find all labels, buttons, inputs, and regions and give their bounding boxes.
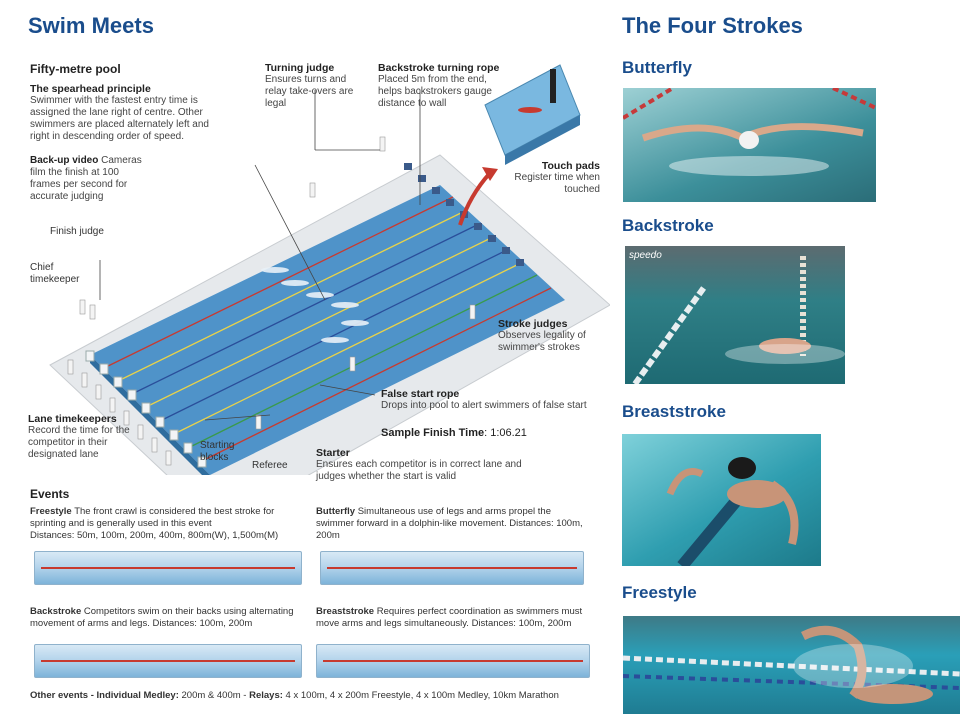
starter-annotation: Starter Ensures each competitor is in co… — [316, 447, 522, 482]
breaststroke-photo — [622, 434, 821, 566]
pool-title: Fifty-metre pool — [30, 62, 121, 76]
pool-water — [90, 185, 565, 475]
finish-judge-label: Finish judge — [50, 226, 104, 237]
starting-blocks-near — [85, 350, 207, 468]
touch-pads-annotation: Touch pads Register time when touched — [514, 160, 600, 195]
backstroke-event: Backstroke Competitors swim on their bac… — [30, 606, 294, 629]
butterfly-event: Butterfly Simultaneous use of legs and a… — [316, 506, 583, 541]
lane-ropes — [103, 196, 552, 462]
chief-timekeeper-label: Chief timekeeper — [30, 262, 80, 285]
pool-illustration — [49, 64, 610, 475]
events-title: Events — [30, 487, 70, 501]
butterfly-pool-diagram — [320, 551, 584, 585]
freestyle-heading: Freestyle — [622, 583, 697, 602]
backstroke-heading: Backstroke — [622, 216, 714, 235]
turn-arrow — [458, 171, 492, 226]
other-events: Other events - Individual Medley: 200m &… — [30, 690, 559, 701]
freestyle-photo — [623, 616, 960, 714]
backstroke-detail — [484, 64, 581, 165]
backup-video-annotation: Back-up video Cameras film the finish at… — [30, 155, 142, 202]
turning-judge-annotation: Turning judge Ensures turns and relay ta… — [265, 62, 354, 109]
lane-timekeepers-annotation: Lane timekeepers Record the time for the… — [28, 413, 130, 460]
butterfly-heading: Butterfly — [622, 58, 692, 77]
false-start-annotation: False start rope Drops into pool to aler… — [381, 388, 587, 411]
officials — [67, 136, 476, 466]
strokes-title: The Four Strokes — [622, 13, 803, 38]
backstroke-pool-diagram — [34, 644, 302, 678]
backstroke-photo: speedo — [625, 246, 845, 384]
freestyle-event: Freestyle The front crawl is considered … — [30, 506, 279, 541]
backstroke-rope-annotation: Backstroke turning rope Placed 5m from t… — [378, 62, 500, 109]
spearhead-annotation: The spearhead principle Swimmer with the… — [30, 83, 209, 142]
butterfly-photo — [623, 88, 876, 202]
page-title: Swim Meets — [28, 13, 154, 38]
breaststroke-pool-diagram — [316, 644, 590, 678]
speedo-logo: speedo — [629, 250, 662, 261]
leader-lines — [99, 90, 421, 421]
sample-finish-time: Sample Finish Time: 1:06.21 — [381, 427, 527, 439]
stroke-judges-annotation: Stroke judges Observes legality of swimm… — [498, 318, 586, 353]
referee-label: Referee — [252, 460, 288, 471]
swimmers — [261, 267, 369, 343]
freestyle-pool-diagram — [34, 551, 302, 585]
breaststroke-event: Breaststroke Requires perfect coordinati… — [316, 606, 583, 629]
starting-blocks-label: Starting blocks — [200, 440, 235, 463]
breaststroke-heading: Breaststroke — [622, 402, 726, 421]
